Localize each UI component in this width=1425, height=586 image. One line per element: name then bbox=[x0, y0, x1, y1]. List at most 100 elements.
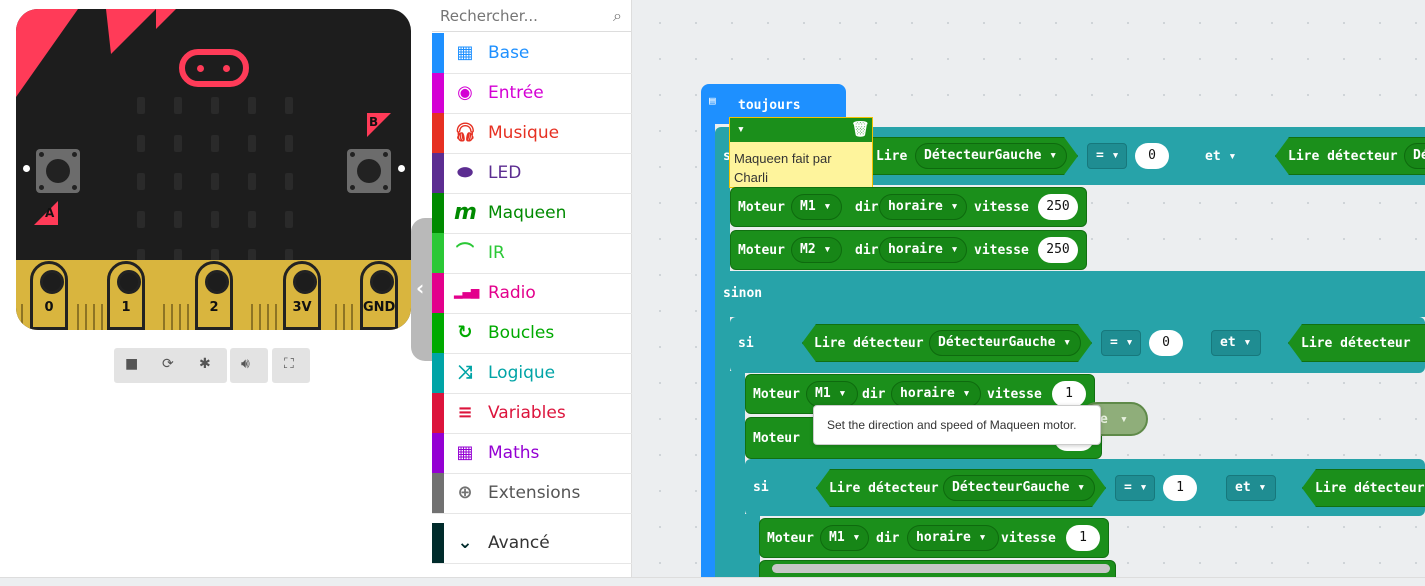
wifi-icon: ⌒ bbox=[456, 242, 474, 263]
pin-0[interactable]: 0 bbox=[30, 261, 68, 330]
value-input-3[interactable]: 0 bbox=[1149, 330, 1183, 356]
simulator-panel: A B 0 1 2 3V GND ■ ⟳ ✱ 🔊︎ ⛶ bbox=[0, 0, 432, 586]
speed-input-2[interactable]: 250 bbox=[1038, 237, 1078, 263]
microbit-board: A B 0 1 2 3V GND bbox=[16, 9, 411, 330]
category-color-bar bbox=[432, 353, 444, 393]
direction-select-2[interactable]: horaire ▾ bbox=[879, 237, 967, 263]
led-pixel bbox=[174, 249, 182, 266]
sensor-dropdown-2[interactable]: Dé bbox=[1404, 143, 1425, 169]
workspace-scrollbar[interactable] bbox=[772, 564, 1110, 573]
motor-label: Moteur bbox=[738, 243, 785, 258]
motor-label: Moteur bbox=[753, 431, 800, 446]
and-dropdown-3[interactable]: et ▾ bbox=[1211, 330, 1261, 356]
category-logique[interactable]: ⤨Logique bbox=[432, 353, 632, 394]
restart-icon[interactable]: ⟳ bbox=[162, 356, 174, 372]
comment-bubble[interactable]: ▾ 🗑︎ Maqueen fait par Charli bbox=[729, 117, 873, 188]
category-extensions[interactable]: ⊕Extensions bbox=[432, 473, 632, 514]
read-sensor-block-4[interactable]: Lire détecteur bbox=[1288, 324, 1425, 362]
dir-label: dir bbox=[862, 387, 886, 402]
simulator-controls: ■ ⟳ ✱ bbox=[114, 348, 227, 383]
sensor-dropdown-1[interactable]: DétecteurGauche ▾ bbox=[915, 143, 1067, 169]
fullscreen-button[interactable]: ⛶ bbox=[272, 348, 310, 383]
if-label-3: si bbox=[753, 480, 769, 495]
category-variables[interactable]: ≡Variables bbox=[432, 393, 632, 434]
else-block[interactable]: sinon bbox=[715, 271, 1425, 317]
button-b[interactable] bbox=[347, 149, 391, 193]
motor-select-3[interactable]: M1 ▾ bbox=[806, 381, 858, 407]
value-input-5[interactable]: 1 bbox=[1163, 475, 1197, 501]
toolbox-search: ⌕ bbox=[432, 0, 632, 32]
read-sensor-label: Lire détecteur bbox=[814, 336, 924, 351]
dir-label: dir bbox=[855, 243, 879, 258]
button-a-label: A bbox=[45, 206, 55, 220]
motor-select-2[interactable]: M2 ▾ bbox=[791, 237, 842, 263]
button-a[interactable] bbox=[36, 149, 80, 193]
direction-select-5[interactable]: horaire ▾ bbox=[907, 525, 999, 551]
compare-dropdown-5[interactable]: = ▾ bbox=[1115, 475, 1155, 501]
grid-icon: ▦ bbox=[456, 42, 474, 63]
comment-text[interactable]: Maqueen fait par Charli bbox=[734, 151, 832, 185]
led-pixel bbox=[248, 249, 256, 266]
value-input-1[interactable]: 0 bbox=[1135, 143, 1169, 169]
category-musique[interactable]: 🎧︎Musique bbox=[432, 113, 632, 154]
category-color-bar bbox=[432, 523, 444, 563]
category-ir[interactable]: ⌒ IR bbox=[432, 233, 632, 274]
stop-icon[interactable]: ■ bbox=[125, 356, 139, 372]
direction-select-3[interactable]: horaire ▾ bbox=[891, 381, 981, 407]
compare-dropdown-3[interactable]: = ▾ bbox=[1101, 330, 1141, 356]
search-icon[interactable]: ⌕ bbox=[613, 6, 622, 25]
led-pixel bbox=[285, 97, 293, 114]
led-pixel bbox=[211, 97, 219, 114]
shuffle-icon: ⤨ bbox=[457, 362, 473, 383]
category-base[interactable]: ▦Base bbox=[432, 33, 632, 74]
chevron-left-icon: ‹ bbox=[416, 276, 425, 300]
trash-icon[interactable]: 🗑︎ bbox=[851, 120, 871, 138]
category-boucles[interactable]: ↻Boucles bbox=[432, 313, 632, 354]
category-maths[interactable]: ▦Maths bbox=[432, 433, 632, 474]
chevron-down-icon[interactable]: ▾ bbox=[737, 122, 745, 137]
led-pixel bbox=[285, 249, 293, 266]
comment-icon[interactable]: ▤ bbox=[709, 94, 716, 107]
category-avanc[interactable]: ⌄Avancé bbox=[432, 523, 632, 564]
sound-button[interactable]: 🔊︎ bbox=[230, 348, 268, 383]
direction-select-1[interactable]: horaire ▾ bbox=[879, 194, 967, 220]
headphones-icon: 🎧︎ bbox=[454, 122, 477, 143]
category-color-bar bbox=[432, 73, 444, 113]
and-label-1: et ▾ bbox=[1205, 149, 1237, 164]
motor-select-5[interactable]: M1 ▾ bbox=[820, 525, 869, 551]
side-dot-right bbox=[398, 165, 405, 172]
search-input[interactable] bbox=[438, 0, 602, 32]
read-sensor-label: Lire détecteur bbox=[1288, 149, 1398, 164]
sensor-dropdown-3[interactable]: DétecteurGauche ▾ bbox=[929, 330, 1081, 356]
speed-input-3[interactable]: 1 bbox=[1052, 381, 1086, 407]
motor-select-1[interactable]: M1 ▾ bbox=[791, 194, 842, 220]
category-color-bar bbox=[432, 33, 444, 73]
pin-1[interactable]: 1 bbox=[107, 261, 145, 330]
sensor-dropdown-5[interactable]: DétecteurGauche ▾ bbox=[943, 475, 1095, 501]
led-pixel bbox=[248, 135, 256, 152]
category-entre[interactable]: ◉Entrée bbox=[432, 73, 632, 114]
pin-2[interactable]: 2 bbox=[195, 261, 233, 330]
and-dropdown-5[interactable]: et ▾ bbox=[1226, 475, 1276, 501]
button-b-label: B bbox=[369, 115, 379, 129]
led-matrix[interactable] bbox=[134, 97, 294, 266]
read-sensor-block-2[interactable]: Lire détecteur bbox=[1275, 137, 1425, 175]
page-scrollbar[interactable] bbox=[0, 577, 1425, 586]
category-label: IR bbox=[488, 243, 505, 263]
pin-3v[interactable]: 3V bbox=[283, 261, 321, 330]
led-pixel bbox=[248, 211, 256, 228]
read-sensor-block-6[interactable]: Lire détecteur bbox=[1302, 469, 1425, 507]
compare-dropdown-1[interactable]: = ▾ bbox=[1087, 143, 1127, 169]
motor-block-5[interactable]: Moteur dir vitesse bbox=[759, 518, 1109, 558]
category-radio[interactable]: ▂▄▆Radio bbox=[432, 273, 632, 314]
speed-input-5[interactable]: 1 bbox=[1066, 525, 1100, 551]
category-led[interactable]: ⬬LED bbox=[432, 153, 632, 194]
speed-input-1[interactable]: 250 bbox=[1038, 194, 1078, 220]
read-sensor-label: Lire détecteur bbox=[1301, 336, 1411, 351]
pin-gnd[interactable]: GND bbox=[360, 261, 398, 330]
side-dot-left bbox=[23, 165, 30, 172]
pin-strip: 0 1 2 3V GND bbox=[16, 260, 411, 330]
debug-icon[interactable]: ✱ bbox=[199, 356, 211, 372]
read-sensor-label: Lire détecteur bbox=[1315, 481, 1425, 496]
